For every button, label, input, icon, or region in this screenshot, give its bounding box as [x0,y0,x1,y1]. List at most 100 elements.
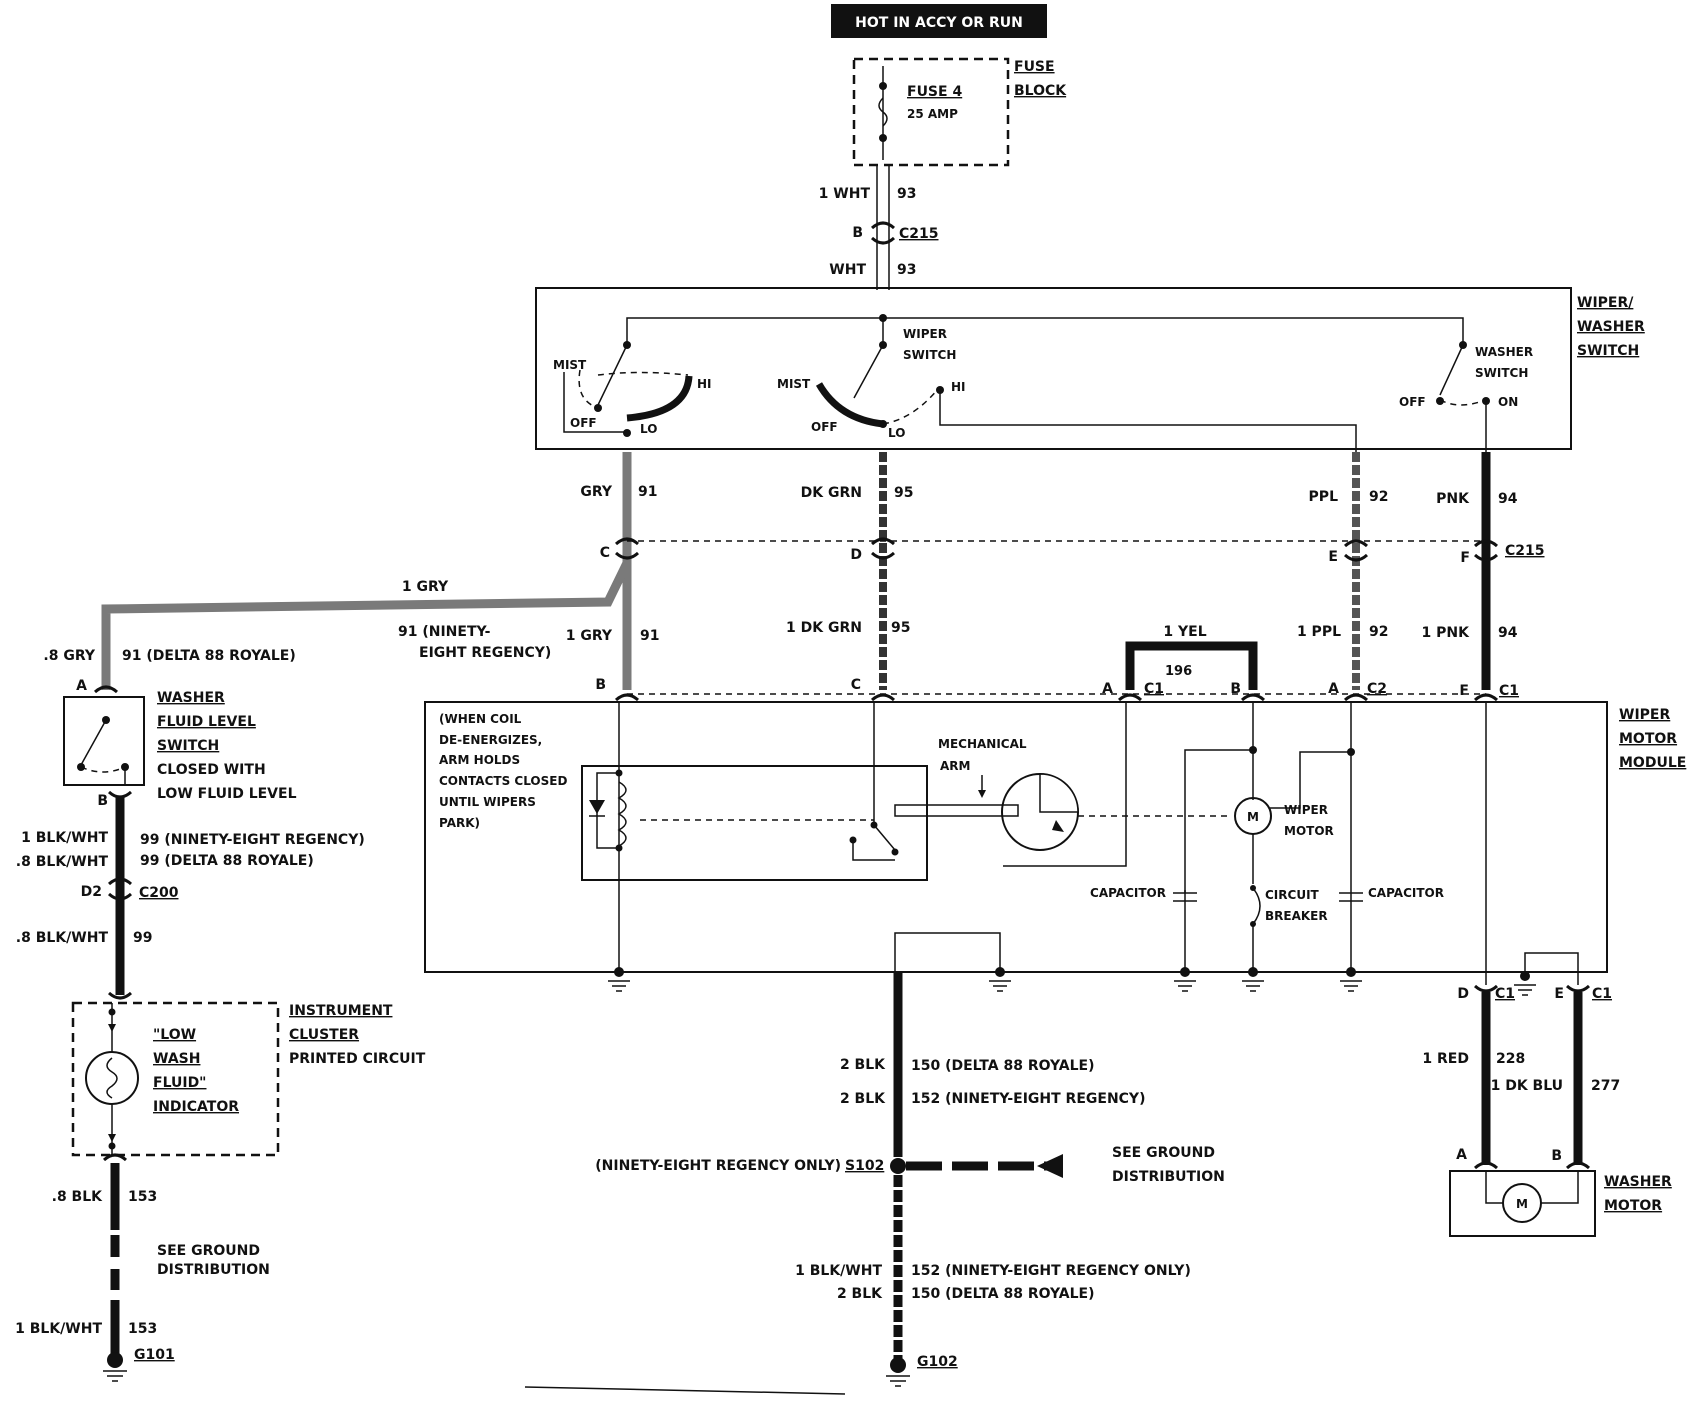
relay-diode [589,800,605,814]
svg-text:(NINETY-EIGHT REGENCY ONLY): (NINETY-EIGHT REGENCY ONLY) [595,1158,841,1174]
s102-name: S102 [845,1158,884,1174]
g102-ground [886,1357,910,1387]
svg-text:ON: ON [1498,395,1518,409]
svg-text:94: 94 [1498,491,1518,507]
svg-text:SEE GROUND: SEE GROUND [157,1243,260,1259]
washer-motor-symbol [1502,1183,1542,1223]
svg-text:LO: LO [640,422,657,436]
svg-text:F: F [1460,550,1470,566]
svg-text:C1: C1 [1499,683,1519,699]
svg-text:MIST: MIST [553,358,587,372]
svg-text:WASHER: WASHER [1604,1174,1672,1190]
svg-text:FLUID": FLUID" [153,1075,206,1091]
wiper-switch-label-2: SWITCH [903,348,956,362]
svg-text:92: 92 [1369,624,1388,640]
svg-text:196: 196 [1165,664,1192,679]
svg-text:E: E [1554,986,1564,1002]
svg-text:E: E [1328,549,1338,565]
svg-text:DISTRIBUTION: DISTRIBUTION [1112,1169,1225,1185]
fuse-block-label-1: FUSE [1014,59,1055,75]
svg-text:SEE GROUND: SEE GROUND [1112,1145,1215,1161]
capacitor-right [1339,892,1363,902]
washer-motor-circuit: 1 RED 228 1 DK BLU 277 A B M WASHER MOTO… [1422,992,1672,1237]
svg-text:UNTIL WIPERS: UNTIL WIPERS [439,795,536,809]
hot-banner-text: HOT IN ACCY OR RUN [855,15,1023,31]
svg-text:A: A [1328,681,1339,697]
wire-93-color-2: WHT [829,262,866,278]
svg-text:A: A [1456,1147,1467,1163]
washer-switch-label-1: WASHER [1475,345,1533,359]
svg-text:.8 BLK: .8 BLK [52,1189,104,1205]
wiper-washer-switch: WIPER/ WASHER SWITCH MIST OFF LO HI WIPE… [535,287,1645,452]
svg-text:OFF: OFF [1399,395,1426,409]
c215-top-name: C215 [899,226,939,242]
svg-text:C2: C2 [1367,681,1387,697]
motor-module-housing [424,701,1608,973]
c215-top-connector [870,221,896,245]
s102-splice [890,1158,906,1174]
svg-text:MODULE: MODULE [1619,755,1686,771]
svg-text:B: B [97,793,108,809]
svg-text:D: D [1457,986,1469,1002]
svg-text:M: M [1516,1197,1528,1211]
svg-text:152 (NINETY-EIGHT REGENCY): 152 (NINETY-EIGHT REGENCY) [911,1091,1145,1107]
svg-text:M: M [1247,810,1259,824]
svg-text:91 (DELTA 88 ROYALE): 91 (DELTA 88 ROYALE) [122,648,296,664]
svg-text:F: F [1459,683,1469,699]
svg-text:91: 91 [640,628,659,644]
svg-text:CLUSTER: CLUSTER [289,1027,359,1043]
park-relay-box [581,765,928,881]
svg-text:95: 95 [894,485,913,501]
left-switch-lo-hi-arc [626,375,693,422]
svg-text:228: 228 [1496,1051,1525,1067]
svg-text:PARK): PARK) [439,816,480,830]
svg-text:99 (DELTA 88 ROYALE): 99 (DELTA 88 ROYALE) [140,853,314,869]
svg-text:ARM: ARM [940,759,970,773]
c200-name: C200 [139,885,179,901]
wiper-motor-module: WIPER MOTOR MODULE (WHEN COIL DE-ENERGIZ… [424,701,1686,1002]
wire-93-circuit-2: 93 [897,262,916,278]
svg-text:1 BLK/WHT: 1 BLK/WHT [21,830,108,846]
svg-text:DE-ENERGIZES,: DE-ENERGIZES, [439,733,542,747]
wires-switch-to-module: GRY 91 DK GRN 95 PPL 92 PNK 94 C D E F C… [101,452,1545,702]
c215-top-pin: B [852,225,863,241]
wire-93-circuit-1: 93 [897,186,916,202]
svg-text:D2: D2 [81,884,102,900]
low-wash-fluid-indicator-lamp [85,1051,139,1105]
svg-text:2 BLK: 2 BLK [840,1057,886,1073]
svg-text:OFF: OFF [811,420,838,434]
power-source: HOT IN ACCY OR RUN FUSE 4 25 AMP FUSE BL… [831,4,1067,167]
svg-text:A: A [1102,681,1113,697]
switch-label-1: WIPER/ [1577,295,1634,311]
g101-ground [103,1352,127,1382]
c215-connectors [614,537,1499,562]
svg-text:PPL: PPL [1309,489,1339,505]
svg-text:D: D [850,547,862,563]
svg-text:(WHEN COIL: (WHEN COIL [439,712,522,726]
instrument-cluster-box [71,1001,280,1157]
svg-text:LOW FLUID LEVEL: LOW FLUID LEVEL [157,786,297,802]
svg-text:91: 91 [638,484,657,500]
svg-text:92: 92 [1369,489,1388,505]
svg-text:MOTOR: MOTOR [1604,1198,1662,1214]
svg-text:CAPACITOR: CAPACITOR [1368,886,1444,900]
svg-text:B: B [1551,1148,1562,1164]
ground-wire-150-152: 2 BLK 150 (DELTA 88 ROYALE) 2 BLK 152 (N… [595,972,1225,1387]
svg-text:95: 95 [891,620,910,636]
svg-text:PNK: PNK [1436,491,1470,507]
circuit-breaker [1252,887,1261,925]
svg-text:2 BLK: 2 BLK [837,1286,883,1302]
svg-text:C1: C1 [1144,681,1164,697]
svg-text:B: B [595,677,606,693]
svg-text:99: 99 [133,930,152,946]
center-switch-mist-lo-arc [815,382,884,428]
wire-93-color-1: 1 WHT [819,186,871,202]
svg-text:LO: LO [888,426,905,440]
washer-motor-box [1449,1170,1596,1237]
svg-text:1 PNK: 1 PNK [1422,625,1471,641]
ground-distribution-arrow [1037,1154,1063,1178]
svg-text:INDICATOR: INDICATOR [153,1099,239,1115]
g101-name: G101 [134,1347,175,1363]
svg-text:.8 GRY: .8 GRY [43,648,95,664]
